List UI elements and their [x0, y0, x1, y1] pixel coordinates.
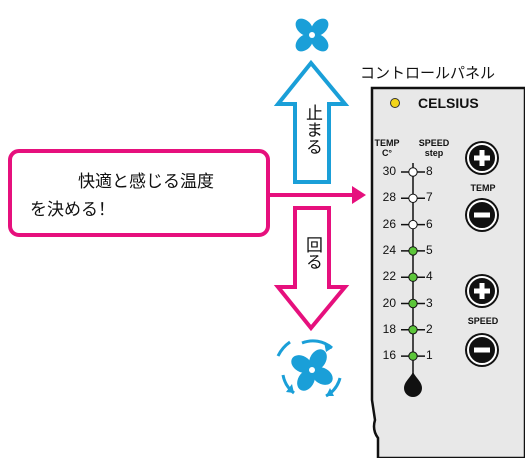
- speed-header: SPEED step: [414, 138, 454, 158]
- stop-arrow: [273, 59, 350, 184]
- speed-tick-label: 7: [426, 190, 433, 205]
- run-label: 回る: [302, 236, 322, 270]
- temp-tick-label: 16: [382, 348, 396, 363]
- speed-tick-label: 2: [426, 321, 433, 336]
- temp-tick-label: 20: [382, 295, 396, 310]
- step-led: [408, 219, 418, 230]
- thermometer-bulb: [404, 372, 422, 397]
- temp-tick-label: 24: [382, 242, 396, 257]
- step-led: [408, 167, 418, 177]
- fan-icon: [295, 18, 329, 52]
- step-led: [408, 272, 418, 282]
- temp-button-label: TEMP: [470, 183, 496, 193]
- speed-tick-label: 8: [426, 164, 433, 178]
- callout: [8, 149, 366, 237]
- temp-tick-label: 30: [382, 164, 396, 178]
- step-led: [408, 193, 418, 204]
- temp-tick-label: 28: [382, 190, 396, 205]
- panel-title: コントロールパネル: [360, 64, 496, 82]
- temp-header-line-1: TEMP: [374, 138, 400, 148]
- speed-tick-label: 6: [426, 216, 433, 231]
- speed-plus-button[interactable]: [465, 274, 499, 308]
- stop-label: 止まる: [302, 104, 322, 155]
- speed-tick-label: 4: [426, 269, 433, 284]
- callout-line-1: 快適と感じる温度: [78, 172, 214, 192]
- scale-group: [401, 167, 425, 361]
- temp-tick-label: 26: [382, 216, 396, 231]
- temp-minus-button[interactable]: [465, 198, 499, 232]
- speed-header-line-1: SPEED: [418, 138, 450, 148]
- temp-header-line-2: C°: [381, 148, 393, 158]
- temp-header: TEMP C°: [372, 138, 402, 158]
- speed-tick-label: 1: [426, 348, 433, 363]
- spinning-fan-icon: [276, 339, 342, 398]
- callout-line-2: を決める！: [30, 200, 115, 220]
- speed-minus-button[interactable]: [465, 333, 499, 367]
- speed-tick-label: 3: [426, 295, 433, 310]
- temp-tick-label: 22: [382, 269, 396, 284]
- step-led: [408, 246, 418, 256]
- step-led: [408, 351, 418, 361]
- indicator-light: [390, 98, 400, 108]
- speed-header-line-2: step: [424, 148, 444, 158]
- speed-button-label: SPEED: [467, 316, 499, 326]
- unit-label: CELSIUS: [418, 95, 479, 111]
- callout-text: 快適と感じる温度 を決める！: [30, 168, 250, 224]
- temp-tick-label: 18: [382, 321, 396, 336]
- step-led: [408, 298, 418, 309]
- run-arrow: [273, 206, 350, 332]
- step-led: [408, 325, 418, 335]
- temp-plus-button[interactable]: [465, 141, 499, 175]
- speed-tick-label: 5: [426, 242, 433, 257]
